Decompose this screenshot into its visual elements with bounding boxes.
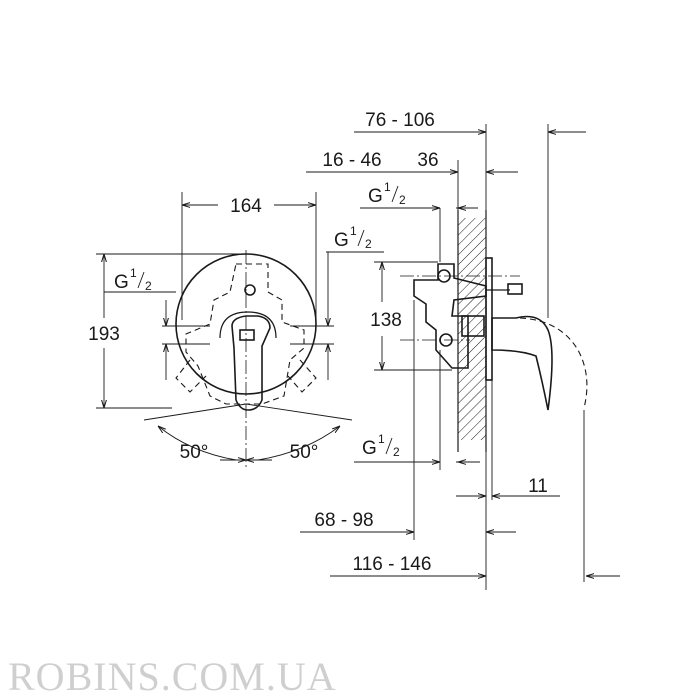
side-lever <box>491 315 553 411</box>
svg-text:2: 2 <box>399 193 406 207</box>
svg-text:1: 1 <box>130 266 137 280</box>
svg-text:1: 1 <box>350 224 357 238</box>
watermark: ROBINS.COM.UA <box>8 654 337 699</box>
angle-right-label: 50° <box>290 442 319 463</box>
side-stem <box>507 283 523 295</box>
hidden-port <box>244 284 256 296</box>
svg-text:G: G <box>334 230 349 251</box>
angle-left-label: 50° <box>180 442 209 463</box>
lever-slot <box>239 329 255 341</box>
svg-text:2: 2 <box>145 279 152 293</box>
svg-text:2: 2 <box>365 237 372 251</box>
side-lever-swing <box>519 317 588 409</box>
side-valve-body <box>413 263 487 369</box>
dim-76-106: 76 - 106 <box>365 110 435 131</box>
hidden-valve-body <box>185 263 305 405</box>
thread-label-right: G 1 2 <box>334 224 372 251</box>
dim-16-46: 16 - 46 <box>322 150 381 171</box>
side-view: 76 - 106 16 - 46 36 G 1 2 138 G <box>300 110 620 590</box>
hidden-port-right <box>287 359 317 393</box>
side-cartridge <box>461 315 485 337</box>
dim-116-146: 116 - 146 <box>353 554 432 575</box>
lever-handle <box>231 315 271 411</box>
dim-11: 11 <box>528 476 548 497</box>
svg-text:G: G <box>114 272 129 293</box>
svg-text:G: G <box>362 438 377 459</box>
svg-text:2: 2 <box>393 445 400 459</box>
svg-text:1: 1 <box>378 432 385 446</box>
dim-193: 193 <box>88 324 120 345</box>
thread-label-side-top: G 1 2 <box>368 180 406 207</box>
front-view: 164 193 G 1 2 G 1 2 <box>88 192 384 470</box>
svg-text:1: 1 <box>384 180 391 194</box>
dim-36: 36 <box>417 150 438 171</box>
hidden-port-left <box>175 359 207 393</box>
svg-text:G: G <box>368 186 383 207</box>
lever-base <box>219 311 277 339</box>
thread-label-side-bottom: G 1 2 <box>362 432 400 459</box>
dim-164: 164 <box>230 196 262 217</box>
dim-138: 138 <box>370 310 402 331</box>
thread-label-left: G 1 2 <box>114 266 152 293</box>
dim-68-98: 68 - 98 <box>314 510 373 531</box>
